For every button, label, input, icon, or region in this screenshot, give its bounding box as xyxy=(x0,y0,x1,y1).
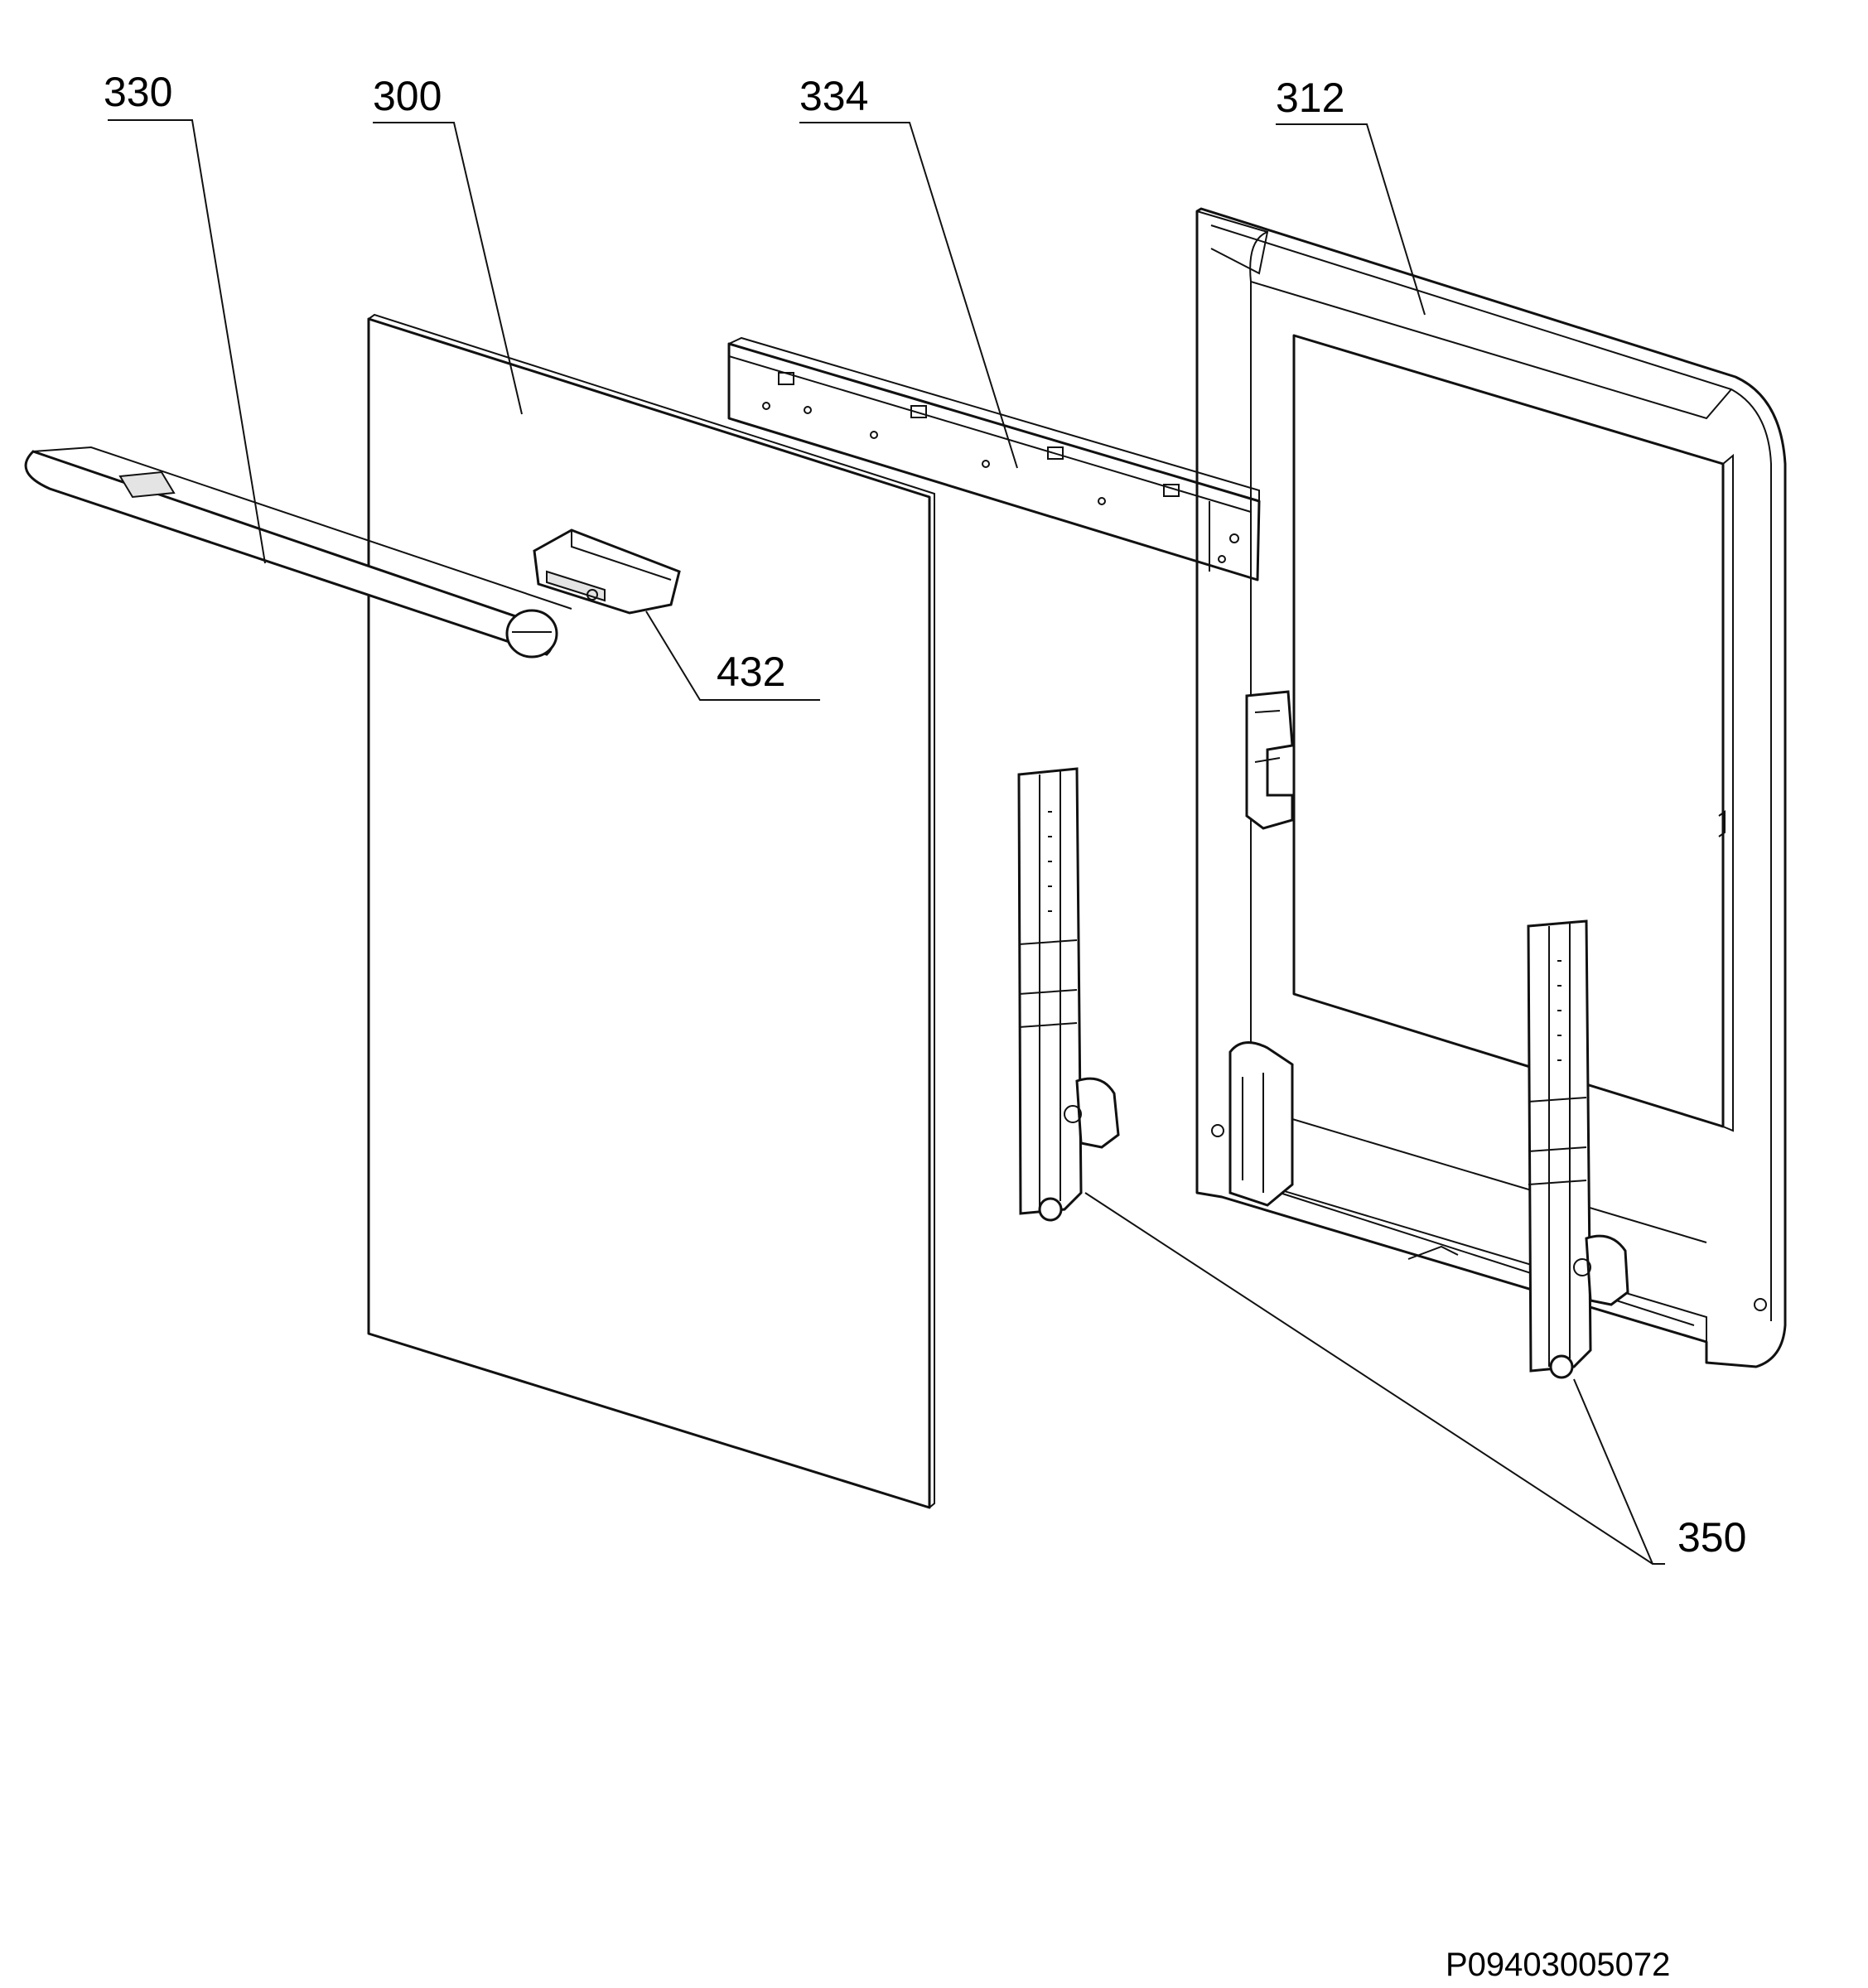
top-rail-334 xyxy=(727,336,1261,581)
callout-432: 432 xyxy=(717,649,785,695)
callout-300: 300 xyxy=(373,73,442,119)
handle-330 xyxy=(24,446,572,659)
callout-330: 330 xyxy=(104,69,172,115)
outer-glass-panel-300 xyxy=(367,313,935,1509)
hinge-350-right xyxy=(1527,919,1629,1379)
leader-lines xyxy=(108,119,1665,1565)
document-id: P09403005072 xyxy=(1446,1947,1670,1983)
door-frame-312 xyxy=(1195,207,1787,1368)
hinge-350-left xyxy=(1017,767,1120,1222)
handle-bracket-432 xyxy=(533,528,681,615)
callout-334: 334 xyxy=(799,73,868,119)
callout-350: 350 xyxy=(1677,1514,1746,1561)
callout-312: 312 xyxy=(1276,75,1344,121)
